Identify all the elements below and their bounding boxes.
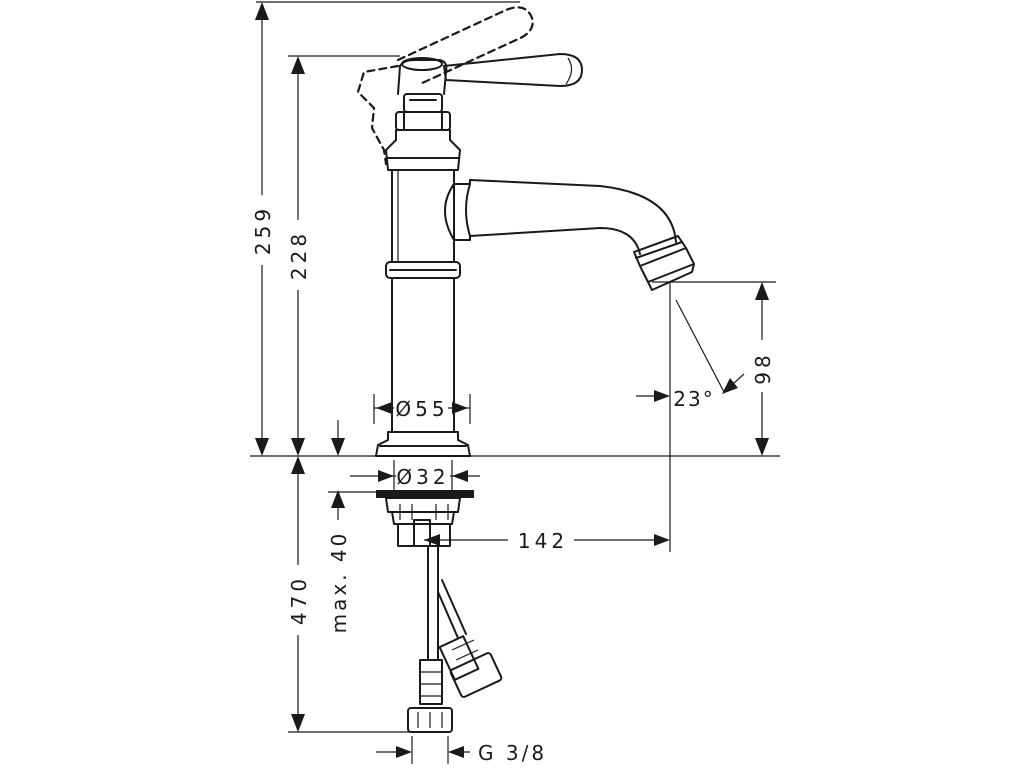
overall-height-label: 259 <box>251 205 275 255</box>
label-bg-142 <box>508 528 574 554</box>
under-deck-assembly <box>376 490 503 733</box>
spray-angle-label: 23° <box>673 387 714 411</box>
aerator-clearance-label: 98 <box>751 351 775 384</box>
spout-collar <box>444 183 455 241</box>
aerator <box>633 235 695 291</box>
arrow-angle-left <box>654 390 670 402</box>
max-deck-thickness-label: max. 40 <box>327 531 351 634</box>
body-diameter-label: Ø55 <box>395 397 448 421</box>
label-bg-d55 <box>394 396 448 420</box>
handle-hub <box>397 59 448 95</box>
label-bg-228 <box>286 220 310 290</box>
spout-joint <box>465 183 471 237</box>
arrow-max40-top <box>331 438 345 456</box>
dimension-lines: 259 228 470 max. 40 Ø55 Ø32 <box>250 1 780 765</box>
handle-hub-base <box>403 93 443 113</box>
arrow-angle-right <box>722 378 738 394</box>
arrow-g38-right <box>448 746 464 758</box>
label-bg-470 <box>286 565 310 635</box>
aerator-ring <box>635 241 683 259</box>
top-collar <box>385 129 461 171</box>
hose-connector-cold <box>407 659 453 733</box>
label-bg-259 <box>250 195 274 265</box>
arrow-g38-left <box>396 746 412 758</box>
deck-washer <box>376 490 474 498</box>
hose-hot <box>437 579 467 639</box>
hub-cap <box>401 57 443 71</box>
label-bg-d32 <box>396 464 450 488</box>
lever-handle <box>443 53 583 87</box>
hub-open-position <box>356 64 400 166</box>
spray-angle-line <box>675 299 725 393</box>
arrows-98 <box>755 282 769 456</box>
hose-cold <box>427 545 439 661</box>
column-ring <box>385 261 461 279</box>
faucet-outline <box>356 6 695 457</box>
hose-length-label: 470 <box>287 575 311 625</box>
projection-label: 142 <box>518 529 568 553</box>
connection-thread-label: G 3/8 <box>478 741 547 765</box>
base-flange <box>375 431 471 457</box>
nut-lower <box>391 511 455 525</box>
lever-open-position <box>396 6 534 86</box>
arrow-max40-bottom <box>331 490 345 508</box>
hose-connector-hot <box>438 635 503 698</box>
lever-tip-shade <box>565 57 573 85</box>
mounting-nut <box>385 497 461 513</box>
spout <box>453 179 677 255</box>
shank-diameter-label: Ø32 <box>396 465 449 489</box>
stud <box>413 519 431 547</box>
label-bg-98 <box>750 340 774 392</box>
threaded-sleeve <box>397 523 451 547</box>
spout-height-label: 228 <box>287 230 311 280</box>
